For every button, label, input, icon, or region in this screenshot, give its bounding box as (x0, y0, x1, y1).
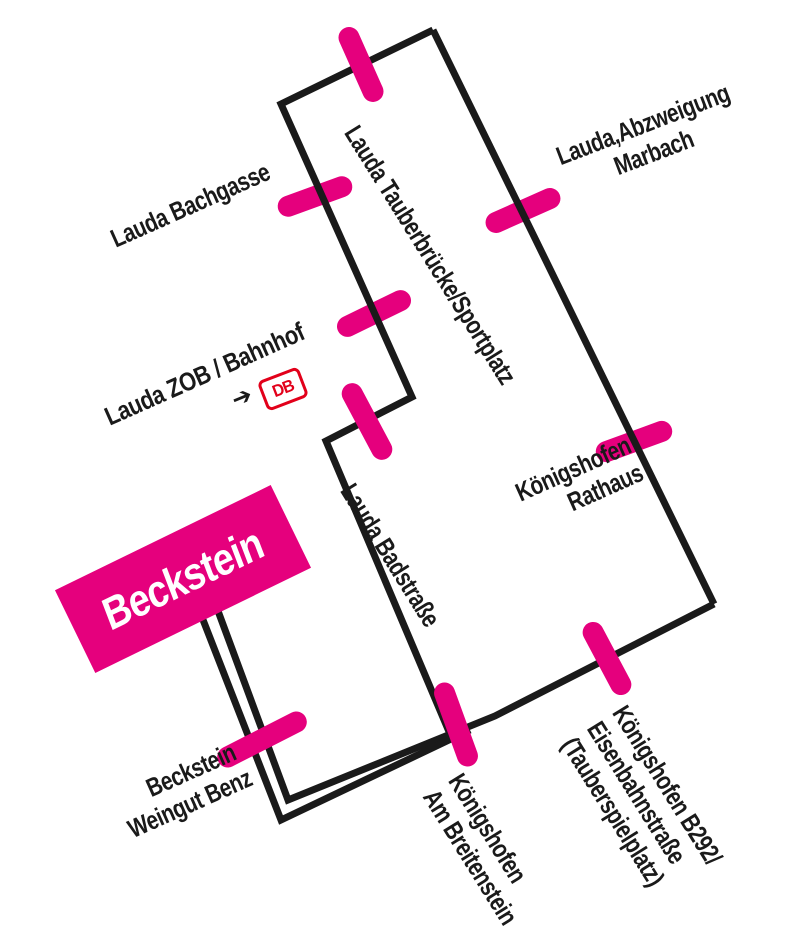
route-line-left-branch (276, 26, 454, 736)
route-line-right-edge (429, 28, 718, 606)
route-line-outer-return (187, 587, 472, 825)
